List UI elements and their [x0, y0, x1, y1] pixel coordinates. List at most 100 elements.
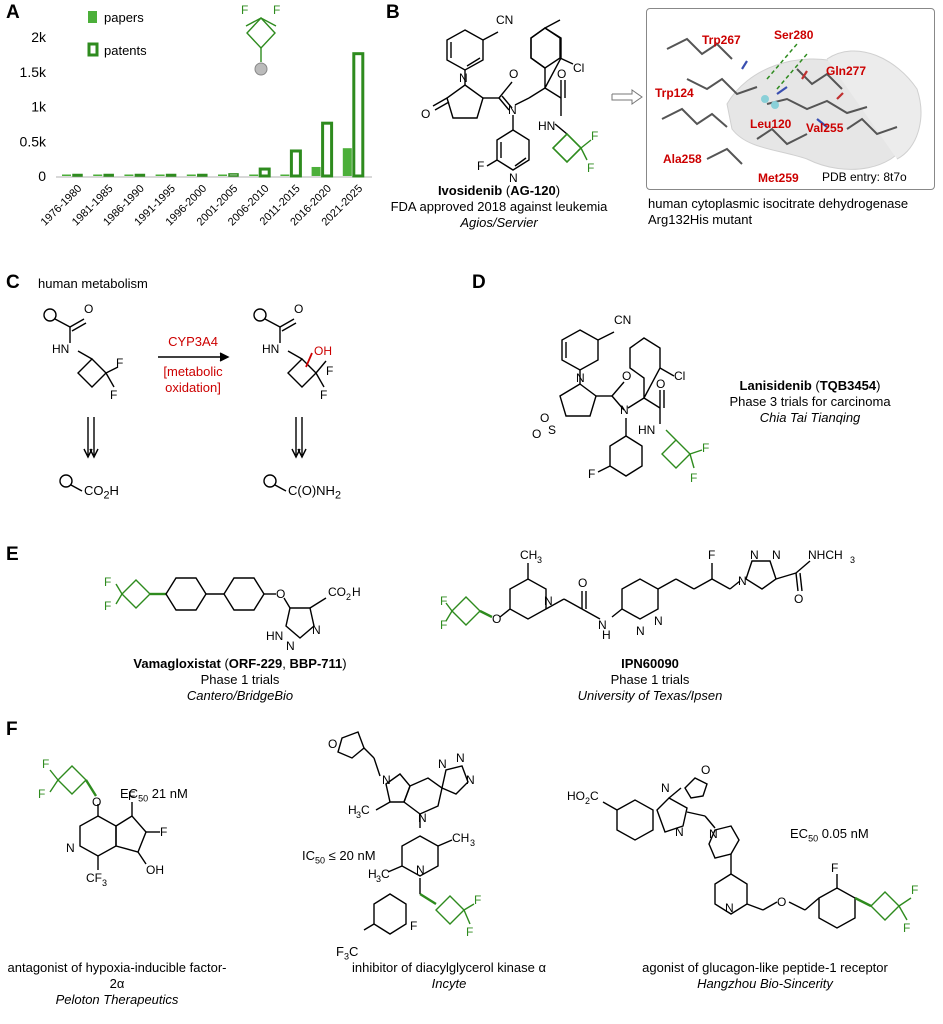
drug-code: TQB3454 [819, 378, 877, 393]
attachment-ball [254, 62, 268, 76]
svg-text:3: 3 [102, 878, 107, 888]
svg-text:O: O [557, 67, 566, 81]
ec50-value-3: EC50 0.05 nM [790, 826, 869, 844]
svg-text:3: 3 [537, 555, 542, 565]
svg-text:O: O [509, 67, 518, 81]
ec50-value-1: EC50 21 nM [120, 786, 188, 804]
process-line-2: oxidation] [165, 380, 221, 395]
svg-text:F: F [320, 388, 327, 402]
ivosidenib-structure: CN N O N O Cl O HN N F F F [421, 13, 598, 185]
svg-text:OH: OH [146, 863, 164, 877]
y-tick-label: 0 [38, 168, 46, 184]
svg-text:O: O [328, 737, 337, 751]
svg-text:O: O [656, 377, 665, 391]
lanisidenib-caption: Lanisidenib (TQB3454) Phase 3 trials for… [710, 378, 910, 426]
protein-line-1: human cytoplasmic isocitrate dehydrogena… [648, 196, 909, 211]
glp1-caption: agonist of glucagon-like peptide-1 recep… [620, 960, 910, 992]
process-label: [metabolic oxidation] [150, 364, 236, 396]
svg-text:O: O [540, 411, 549, 425]
company-text: University of Texas/Ipsen [577, 688, 723, 703]
residue-label: Leu120 [750, 117, 792, 131]
svg-text:2: 2 [585, 796, 590, 806]
svg-text:3: 3 [850, 555, 855, 565]
legend-papers-swatch [88, 11, 97, 23]
company-text: Chia Tai Tianqing [759, 410, 861, 425]
protein-ligand-render [661, 37, 922, 170]
y-tick-label: 2k [31, 29, 47, 45]
residue-label: Val255 [806, 121, 844, 135]
drug-name: Lanisidenib [739, 378, 812, 393]
svg-text:HN: HN [52, 342, 69, 356]
svg-text:N: N [456, 751, 465, 765]
papers-bar [155, 174, 165, 176]
svg-text:HN: HN [538, 119, 555, 133]
company-text: Peloton Therapeutics [55, 992, 179, 1007]
svg-text:F: F [591, 129, 598, 143]
svg-text:N: N [509, 171, 518, 185]
glp1-agonist-structure: HO 2 C N N O N N O F F F [567, 763, 918, 935]
svg-text:F: F [104, 575, 111, 589]
svg-text:CO: CO [328, 585, 346, 599]
svg-text:O: O [794, 592, 803, 606]
svg-text:F: F [903, 921, 910, 935]
svg-text:3: 3 [376, 874, 381, 884]
protein-caption: human cytoplasmic isocitrate dehydrogena… [648, 196, 908, 228]
drug-code: AG-120 [510, 183, 556, 198]
svg-text:CH: CH [452, 831, 469, 845]
svg-text:N: N [418, 811, 427, 825]
panel-label-e: E [6, 544, 19, 565]
process-line-1: [metabolic [163, 364, 223, 379]
svg-text:N: N [416, 863, 425, 877]
drug-name: IPN60090 [621, 656, 679, 671]
patents-bar [72, 173, 83, 177]
svg-text:Cl: Cl [573, 61, 584, 75]
company-text: Hangzhou Bio-Sincerity [697, 976, 833, 991]
y-tick-label: 0.5k [20, 133, 47, 149]
patents-bar [165, 173, 177, 177]
patents-bar [321, 121, 334, 178]
ipn60090-caption: IPN60090 Phase 1 trials University of Te… [530, 656, 770, 704]
svg-text:CF: CF [86, 871, 102, 885]
amide-product: C(O)NH2 [288, 483, 341, 502]
phase-text: Phase 3 trials for carcinoma [729, 394, 891, 409]
panel-label-a: A [6, 2, 20, 23]
svg-text:F: F [690, 471, 697, 485]
hif2a-caption: antagonist of hypoxia-inducible factor-2… [4, 960, 230, 1008]
svg-text:F: F [160, 825, 167, 839]
svg-text:F: F [588, 467, 595, 481]
patents-bar [103, 173, 114, 177]
svg-text:N: N [438, 757, 447, 771]
papers-bar [62, 174, 71, 176]
svg-text:O: O [276, 587, 285, 601]
svg-text:HO: HO [567, 789, 585, 803]
svg-text:H: H [368, 867, 377, 881]
svg-text:N: N [459, 71, 468, 85]
svg-text:F: F [831, 861, 838, 875]
papers-bar [93, 174, 103, 176]
svg-text:N: N [738, 574, 747, 588]
svg-text:O: O [701, 763, 710, 777]
metabolism-scheme: O HN F F O HN OH F F [43, 302, 333, 492]
svg-text:N: N [772, 548, 781, 562]
residue-label: Ser280 [774, 28, 814, 42]
dgk-caption: inhibitor of diacylglycerol kinase α Inc… [324, 960, 574, 992]
svg-text:N: N [675, 825, 684, 839]
papers-bar [311, 166, 321, 176]
dgk-inhibitor-structure: O N N N N N N CH 3 H 3 C H 3 C F F F [328, 731, 481, 939]
target-description: agonist of glucagon-like peptide-1 recep… [642, 960, 888, 975]
svg-text:CN: CN [614, 313, 631, 327]
svg-text:H: H [348, 803, 357, 817]
svg-text:OH: OH [314, 344, 332, 358]
ipn60090-structure: F F O CH 3 N O N H N N F N N N NHCH 3 O [440, 548, 855, 642]
svg-text:N: N [286, 639, 295, 650]
company-text: Incyte [431, 976, 467, 991]
metabolism-title: human metabolism [38, 276, 148, 291]
svg-text:CH: CH [520, 548, 537, 562]
papers-bar [186, 174, 196, 176]
cf3-label: F3C [336, 944, 359, 962]
open-arrow-icon [611, 89, 643, 105]
phase-text: Phase 1 trials [610, 672, 690, 687]
patents-bar [258, 167, 271, 178]
patents-bar [228, 173, 239, 177]
svg-text:F: F [128, 789, 135, 803]
